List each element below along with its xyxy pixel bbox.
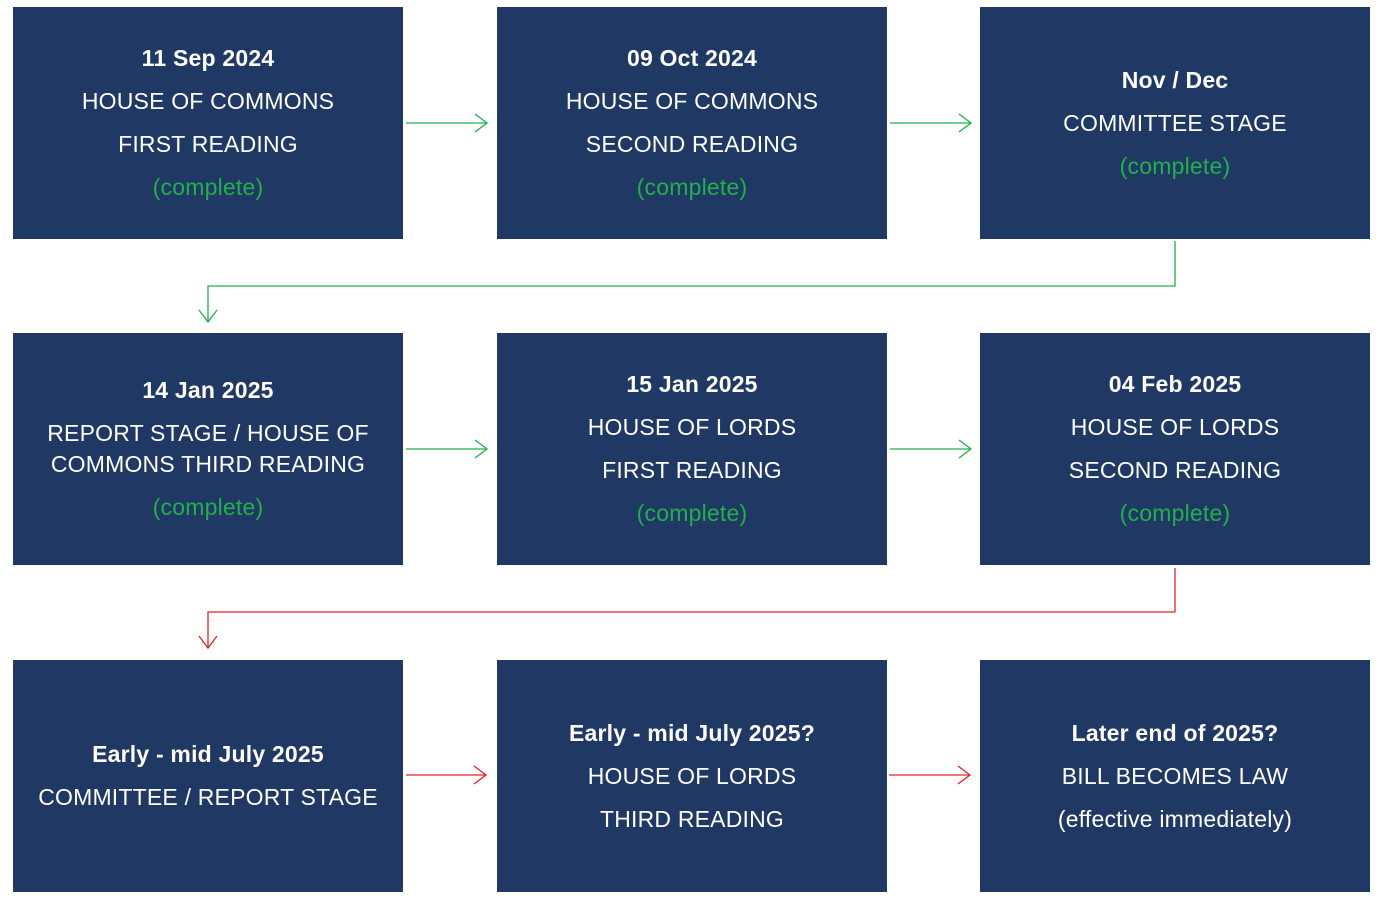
step-status: (complete): [636, 174, 748, 200]
step-box-committee-stage: Nov / Dec COMMITTEE STAGE (complete): [980, 7, 1370, 239]
step-date: Early - mid July 2025: [92, 741, 324, 767]
arrow-right-icon: [406, 113, 489, 133]
arrow-right-icon: [406, 439, 489, 459]
step-box-commons-second-reading: 09 Oct 2024 HOUSE OF COMMONS SECOND READ…: [497, 7, 887, 239]
step-box-lords-committee-report-stage: Early - mid July 2025 COMMITTEE / REPORT…: [13, 660, 403, 892]
step-date: 04 Feb 2025: [1108, 371, 1242, 397]
step-date: Early - mid July 2025?: [568, 719, 815, 746]
arrow-right-icon: [889, 765, 972, 785]
arrow-right-icon: [890, 113, 973, 133]
arrows-pending: [198, 568, 1176, 785]
step-label: HOUSE OF LORDS: [1070, 414, 1280, 440]
step-label: FIRST READING: [118, 131, 298, 157]
arrow-right-icon: [406, 765, 488, 785]
step-label: HOUSE OF LORDS: [587, 414, 797, 440]
step-date: 14 Jan 2025: [142, 377, 274, 403]
step-box-lords-second-reading: 04 Feb 2025 HOUSE OF LORDS SECOND READIN…: [980, 333, 1370, 565]
step-status: (complete): [1119, 152, 1231, 179]
step-box-report-stage-commons-third-reading: 14 Jan 2025 REPORT STAGE / HOUSE OF COMM…: [13, 333, 403, 565]
step-label: COMMITTEE / REPORT STAGE: [38, 784, 378, 810]
step-date: Later end of 2025?: [1071, 719, 1279, 746]
step-label: THIRD READING: [599, 805, 785, 832]
arrow-down-elbow-icon: [198, 241, 1176, 324]
step-label: (effective immediately): [1057, 805, 1293, 832]
step-box-lords-third-reading: Early - mid July 2025? HOUSE OF LORDS TH…: [497, 660, 887, 892]
step-label: SECOND READING: [1068, 457, 1282, 483]
step-date: 09 Oct 2024: [626, 45, 758, 71]
step-label: COMMITTEE STAGE: [1063, 109, 1287, 136]
step-box-bill-becomes-law: Later end of 2025? BILL BECOMES LAW (eff…: [980, 660, 1370, 892]
step-date: Nov / Dec: [1121, 66, 1229, 93]
step-status: (complete): [636, 500, 748, 526]
step-date: 11 Sep 2024: [141, 45, 275, 71]
step-label: BILL BECOMES LAW: [1061, 762, 1289, 789]
step-label: HOUSE OF LORDS: [587, 762, 797, 789]
arrows-complete: [198, 113, 1176, 459]
step-label: SECOND READING: [585, 131, 799, 157]
step-label: HOUSE OF COMMONS: [565, 88, 819, 114]
step-label: HOUSE OF COMMONS: [81, 88, 335, 114]
step-label: REPORT STAGE / HOUSE OF COMMONS THIRD RE…: [47, 420, 369, 477]
step-status: (complete): [152, 174, 264, 200]
arrow-down-elbow-icon: [198, 568, 1176, 650]
step-box-lords-first-reading: 15 Jan 2025 HOUSE OF LORDS FIRST READING…: [497, 333, 887, 565]
step-box-commons-first-reading: 11 Sep 2024 HOUSE OF COMMONS FIRST READI…: [13, 7, 403, 239]
step-date: 15 Jan 2025: [626, 371, 758, 397]
step-status: (complete): [1119, 500, 1231, 526]
arrow-right-icon: [890, 439, 973, 459]
step-label: FIRST READING: [602, 457, 782, 483]
step-status: (complete): [152, 494, 264, 520]
